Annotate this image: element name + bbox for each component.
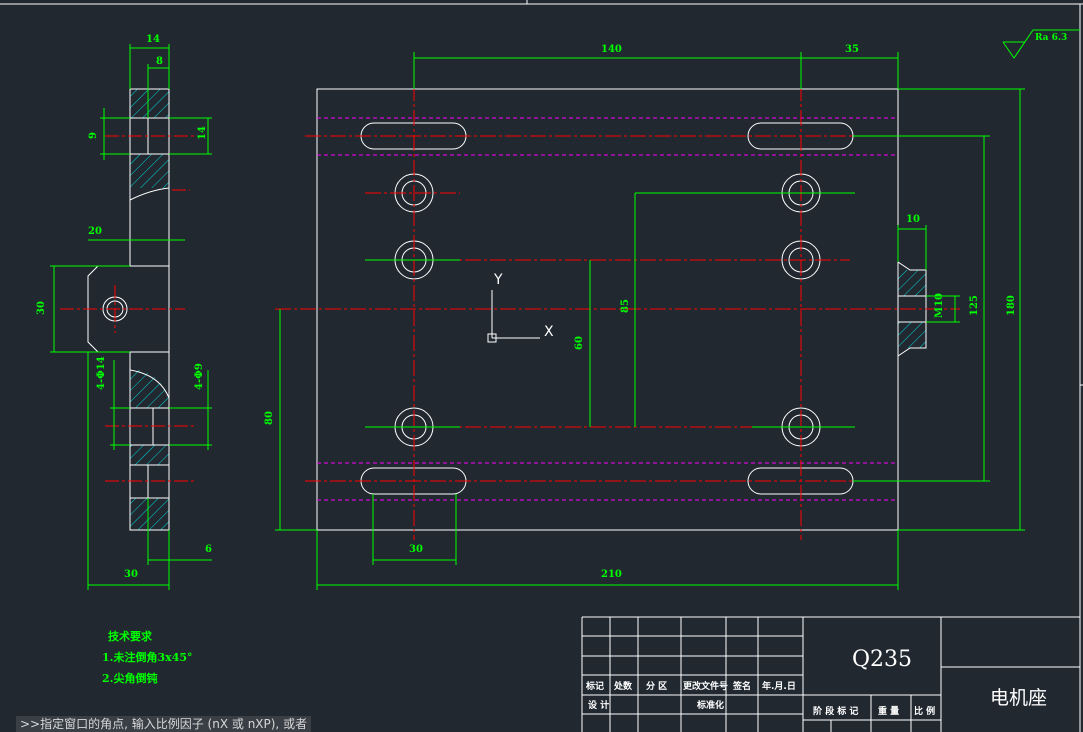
ucs-x-label: X bbox=[544, 324, 554, 340]
dim-mid-inner: 85 bbox=[620, 299, 631, 313]
title-block bbox=[581, 616, 1080, 732]
dim-side-base-width: 30 bbox=[124, 569, 138, 580]
dim-side-top-width: 14 bbox=[146, 34, 160, 45]
dim-top-right: 35 bbox=[845, 44, 859, 55]
tb-design: 设 计 bbox=[588, 699, 609, 711]
command-line[interactable]: >>指定窗口的角点, 输入比例因子 (nX 或 nXP), 或者 bbox=[16, 716, 312, 732]
technical-requirements: 技术要求 1.未注倒角3x45° 2.尖角倒钝 bbox=[102, 626, 193, 689]
roughness-icon bbox=[1002, 29, 1080, 59]
material-label: Q235 bbox=[852, 647, 912, 672]
dim-side-hole-note-left: 4-Φ14 bbox=[96, 356, 107, 390]
dim-rod: M10 bbox=[934, 293, 945, 318]
tech-item-1: 1.未注倒角3x45° bbox=[102, 651, 193, 664]
tb-scale: 比 例 bbox=[914, 705, 935, 717]
tb-change-doc: 更改文件号 bbox=[683, 680, 728, 692]
tb-zone: 分 区 bbox=[646, 680, 667, 692]
dim-left-height: 80 bbox=[264, 411, 275, 425]
part-name: 电机座 bbox=[990, 687, 1047, 709]
dim-side-height: 30 bbox=[36, 301, 47, 315]
tb-mark: 标记 bbox=[585, 680, 604, 692]
ucs-y-label: Y bbox=[493, 272, 503, 288]
dim-mid-left: 60 bbox=[574, 336, 585, 350]
dim-right-small: 10 bbox=[906, 214, 920, 225]
tb-count: 处数 bbox=[613, 680, 633, 692]
dim-side-inner-width: 8 bbox=[156, 56, 163, 67]
ucs-icon bbox=[487, 290, 540, 343]
tb-stage: 阶 段 标 记 bbox=[813, 705, 858, 717]
tech-item-2: 2.尖角倒钝 bbox=[102, 672, 158, 685]
side-view: 14 8 9 14 20 30 4-Φ14 4-Φ9 6 30 bbox=[36, 34, 212, 590]
dim-side-hole-h: 9 bbox=[88, 132, 99, 139]
dim-side-boss: 20 bbox=[88, 226, 102, 237]
section-hatch bbox=[130, 89, 169, 530]
roughness-value: Ra 6.3 bbox=[1035, 33, 1067, 43]
dim-side-hole-h2: 14 bbox=[197, 126, 208, 140]
tb-weight: 重 量 bbox=[878, 705, 899, 717]
tech-title: 技术要求 bbox=[108, 630, 152, 643]
main-view: 140 35 10 M10 125 180 85 60 80 30 210 bbox=[264, 44, 1025, 590]
dim-bottom-slot: 30 bbox=[409, 544, 423, 555]
dim-side-hole-note-right: 4-Φ9 bbox=[194, 363, 205, 390]
tb-signature: 签名 bbox=[732, 680, 751, 692]
tb-date: 年.月.日 bbox=[762, 680, 796, 692]
dim-right-inner: 125 bbox=[969, 295, 980, 316]
dim-bottom-total: 210 bbox=[601, 569, 622, 580]
dim-right-outer: 180 bbox=[1006, 295, 1017, 316]
dim-side-thickness: 6 bbox=[205, 544, 212, 555]
tb-standard: 标准化 bbox=[696, 699, 724, 711]
dim-top-left: 140 bbox=[601, 44, 622, 55]
